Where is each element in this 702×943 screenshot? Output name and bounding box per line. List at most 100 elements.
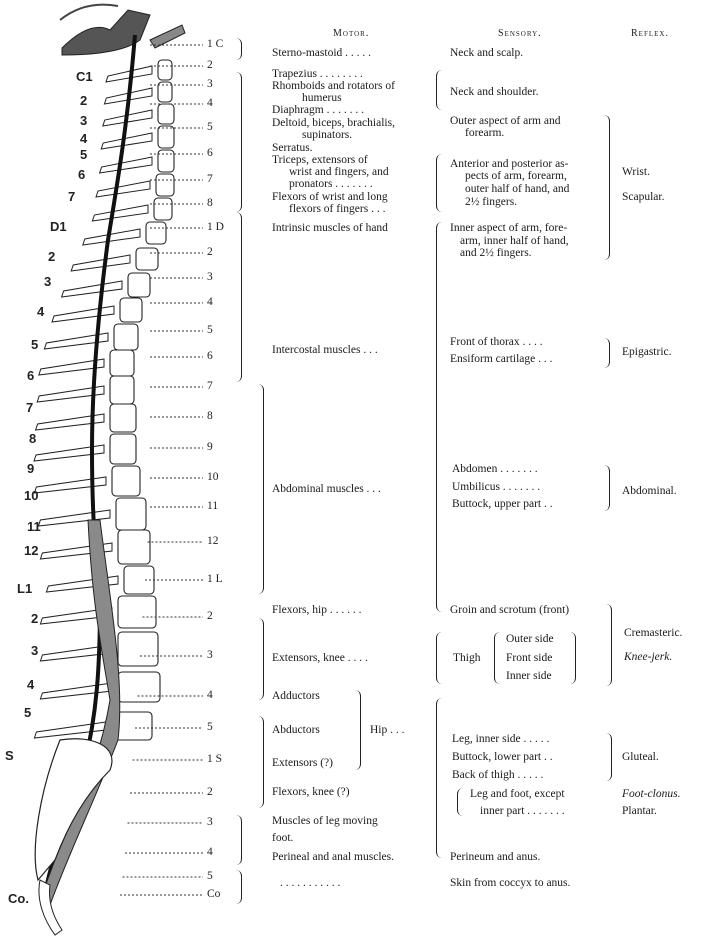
brace-reflex-abdominal [604,465,610,511]
motor-intrinsic: Intrinsic muscles of hand [272,222,388,234]
brace-sensory-neck [436,70,442,110]
segment-label: 7 [207,380,213,392]
brace-reflex-arm [604,115,610,260]
vertebra-label: 6 [27,368,35,383]
vertebral-body [117,595,157,629]
vertebral-body [157,103,175,125]
reflex-foot-clonus: Foot-clonus. [622,788,681,800]
motor-deltoid: Deltoid, biceps, brachialis, [272,117,395,129]
sensory-ensiform: Ensiform cartilage . . . [450,353,553,365]
skull-base [61,9,151,56]
vertebra-label: 4 [37,304,45,319]
sensory-anterior: Anterior and posterior as- [450,158,569,170]
sensory-front-side: Front side [506,652,553,664]
vertebra-label: 6 [78,167,86,182]
motor-adductors: Adductors [272,690,320,702]
brace-sensory-arm [436,154,442,212]
motor-hip: Hip . . . [370,724,405,736]
segment-label: 5 [207,121,213,133]
vertebra-label: 5 [24,705,32,720]
vertebral-body [109,375,135,405]
motor-header: Motor. [333,28,370,39]
motor-perineal: Perineal and anal muscles. [272,851,394,863]
brace-sensory-thigh [436,632,442,684]
segment-label: 1 S [207,753,223,765]
vertebra-label: S [5,748,14,763]
sensory-outer-arm: Outer aspect of arm and [450,115,561,127]
motor-foot: foot. [272,832,294,844]
motor-rhomboids: Rhomboids and rotators of [272,80,395,92]
spinous-process [100,132,153,150]
segment-label: 10 [207,471,219,483]
vertebra-label: L1 [17,581,33,596]
vertebra-label: 2 [48,249,56,264]
segment-label: 2 [207,786,213,798]
vertebra-label: 3 [80,113,88,128]
vertebral-body [155,173,175,197]
spinous-process [36,385,105,403]
brace-thigh-sides-right [570,632,576,684]
sensory-thigh: Thigh [453,652,481,664]
vertebra-label: 7 [68,189,76,204]
sensory-arm-inner: arm, inner half of hand, [460,235,569,247]
sensory-inner-aspect: Inner aspect of arm, fore- [450,222,568,234]
occipital-piece [149,24,186,49]
sensory-header: Sensory. [498,28,542,39]
vertebral-body [157,81,173,103]
motor-supinators: supinators. [302,129,353,141]
vertebral-body [109,349,135,377]
segment-label: 4 [207,296,213,308]
sensory-perineum: Perineum and anus. [450,851,541,863]
sensory-leg-foot: Leg and foot, except [470,788,565,800]
vertebra-label: 3 [44,274,52,289]
motor-intercostal: Intercostal muscles . . . [272,344,378,356]
sensory-umbilicus: Umbilicus . . . . . . . [452,481,541,493]
brace-sensory-long [436,222,442,612]
segment-label: 1 L [207,573,223,585]
segment-label: Co [207,888,221,900]
spinous-process [60,280,123,298]
segment-label: 7 [207,173,213,185]
vertebra-label: 5 [31,337,39,352]
sensory-inner-side: Inner side [506,670,552,682]
motor-diaphragm: Diaphragm . . . . . . . [272,104,364,116]
sensory-skin-coccyx: Skin from coccyx to anus. [450,877,571,889]
segment-label: 3 [207,816,213,828]
segment-label: 5 [207,324,213,336]
segment-label: 3 [207,649,213,661]
segment-label: 4 [207,846,213,858]
reflex-epigastric: Epigastric. [622,346,672,358]
vertebral-body [109,403,137,433]
vertebra-label: 2 [80,93,88,108]
vertebral-body [145,221,167,245]
vertebral-body [127,272,151,298]
vertebra-label: 4 [80,131,88,146]
sensory-back-thigh: Back of thigh . . . . . [452,769,544,781]
brace-d7-l1 [258,384,264,594]
spinous-process [82,228,141,246]
vertebral-body [111,465,141,497]
segment-label: 4 [207,689,213,701]
vertebral-body [109,433,137,465]
motor-flexors-fingers: flexors of fingers . . . [289,203,386,215]
coccyx [38,879,63,936]
brace-c3-c8 [236,72,242,212]
reflex-header: Reflex. [631,28,669,39]
spinous-process [33,476,107,494]
vertebral-body [157,149,175,173]
brace-hip [355,690,361,770]
sensory-forearm: forearm. [465,127,505,139]
reflex-wrist: Wrist. [622,166,650,178]
segment-label: 6 [207,147,213,159]
vertebral-body [115,497,147,531]
segment-label: 1 C [207,38,224,50]
sensory-pects: pects of arm, forearm, [465,170,567,182]
vertebra-label: 7 [26,400,34,415]
motor-abductors: Abductors [272,724,320,736]
vertebra-label: 8 [29,431,37,446]
sensory-fingers-b: and 2½ fingers. [460,247,532,259]
vertebra-label: 3 [31,643,39,658]
brace-s3-s4 [236,815,242,865]
spinous-process [98,156,153,174]
